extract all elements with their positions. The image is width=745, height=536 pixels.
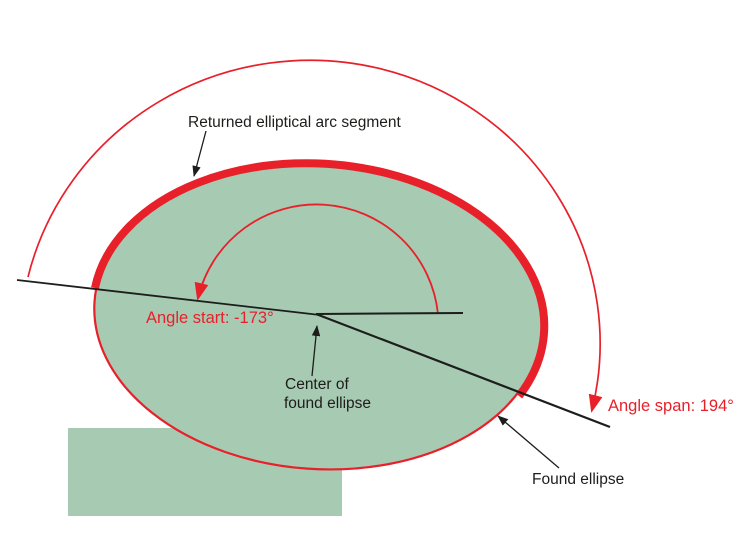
angle-start-ray-line (16, 279, 321, 316)
found-ellipse-label: Found ellipse (532, 471, 624, 488)
found-ellipse-pointer-arrow (497, 415, 560, 469)
angle-start-arc (194, 203, 439, 315)
angle-end-ray-line (315, 312, 611, 429)
center-pointer-arrow (311, 325, 321, 377)
angle-start-label: Angle start: -173° (146, 309, 274, 327)
returned-arc-segment (91, 159, 549, 399)
returned-arc-label: Returned elliptical arc segment (188, 114, 401, 131)
center-label-line2: found ellipse (284, 395, 371, 412)
center-label-line1: Center of (285, 376, 349, 393)
zero-angle-reference-line (315, 312, 464, 315)
angle-span-arc (27, 59, 603, 413)
angle-span-label: Angle span: 194° (608, 397, 734, 415)
returned-arc-pointer-arrow (192, 130, 207, 177)
